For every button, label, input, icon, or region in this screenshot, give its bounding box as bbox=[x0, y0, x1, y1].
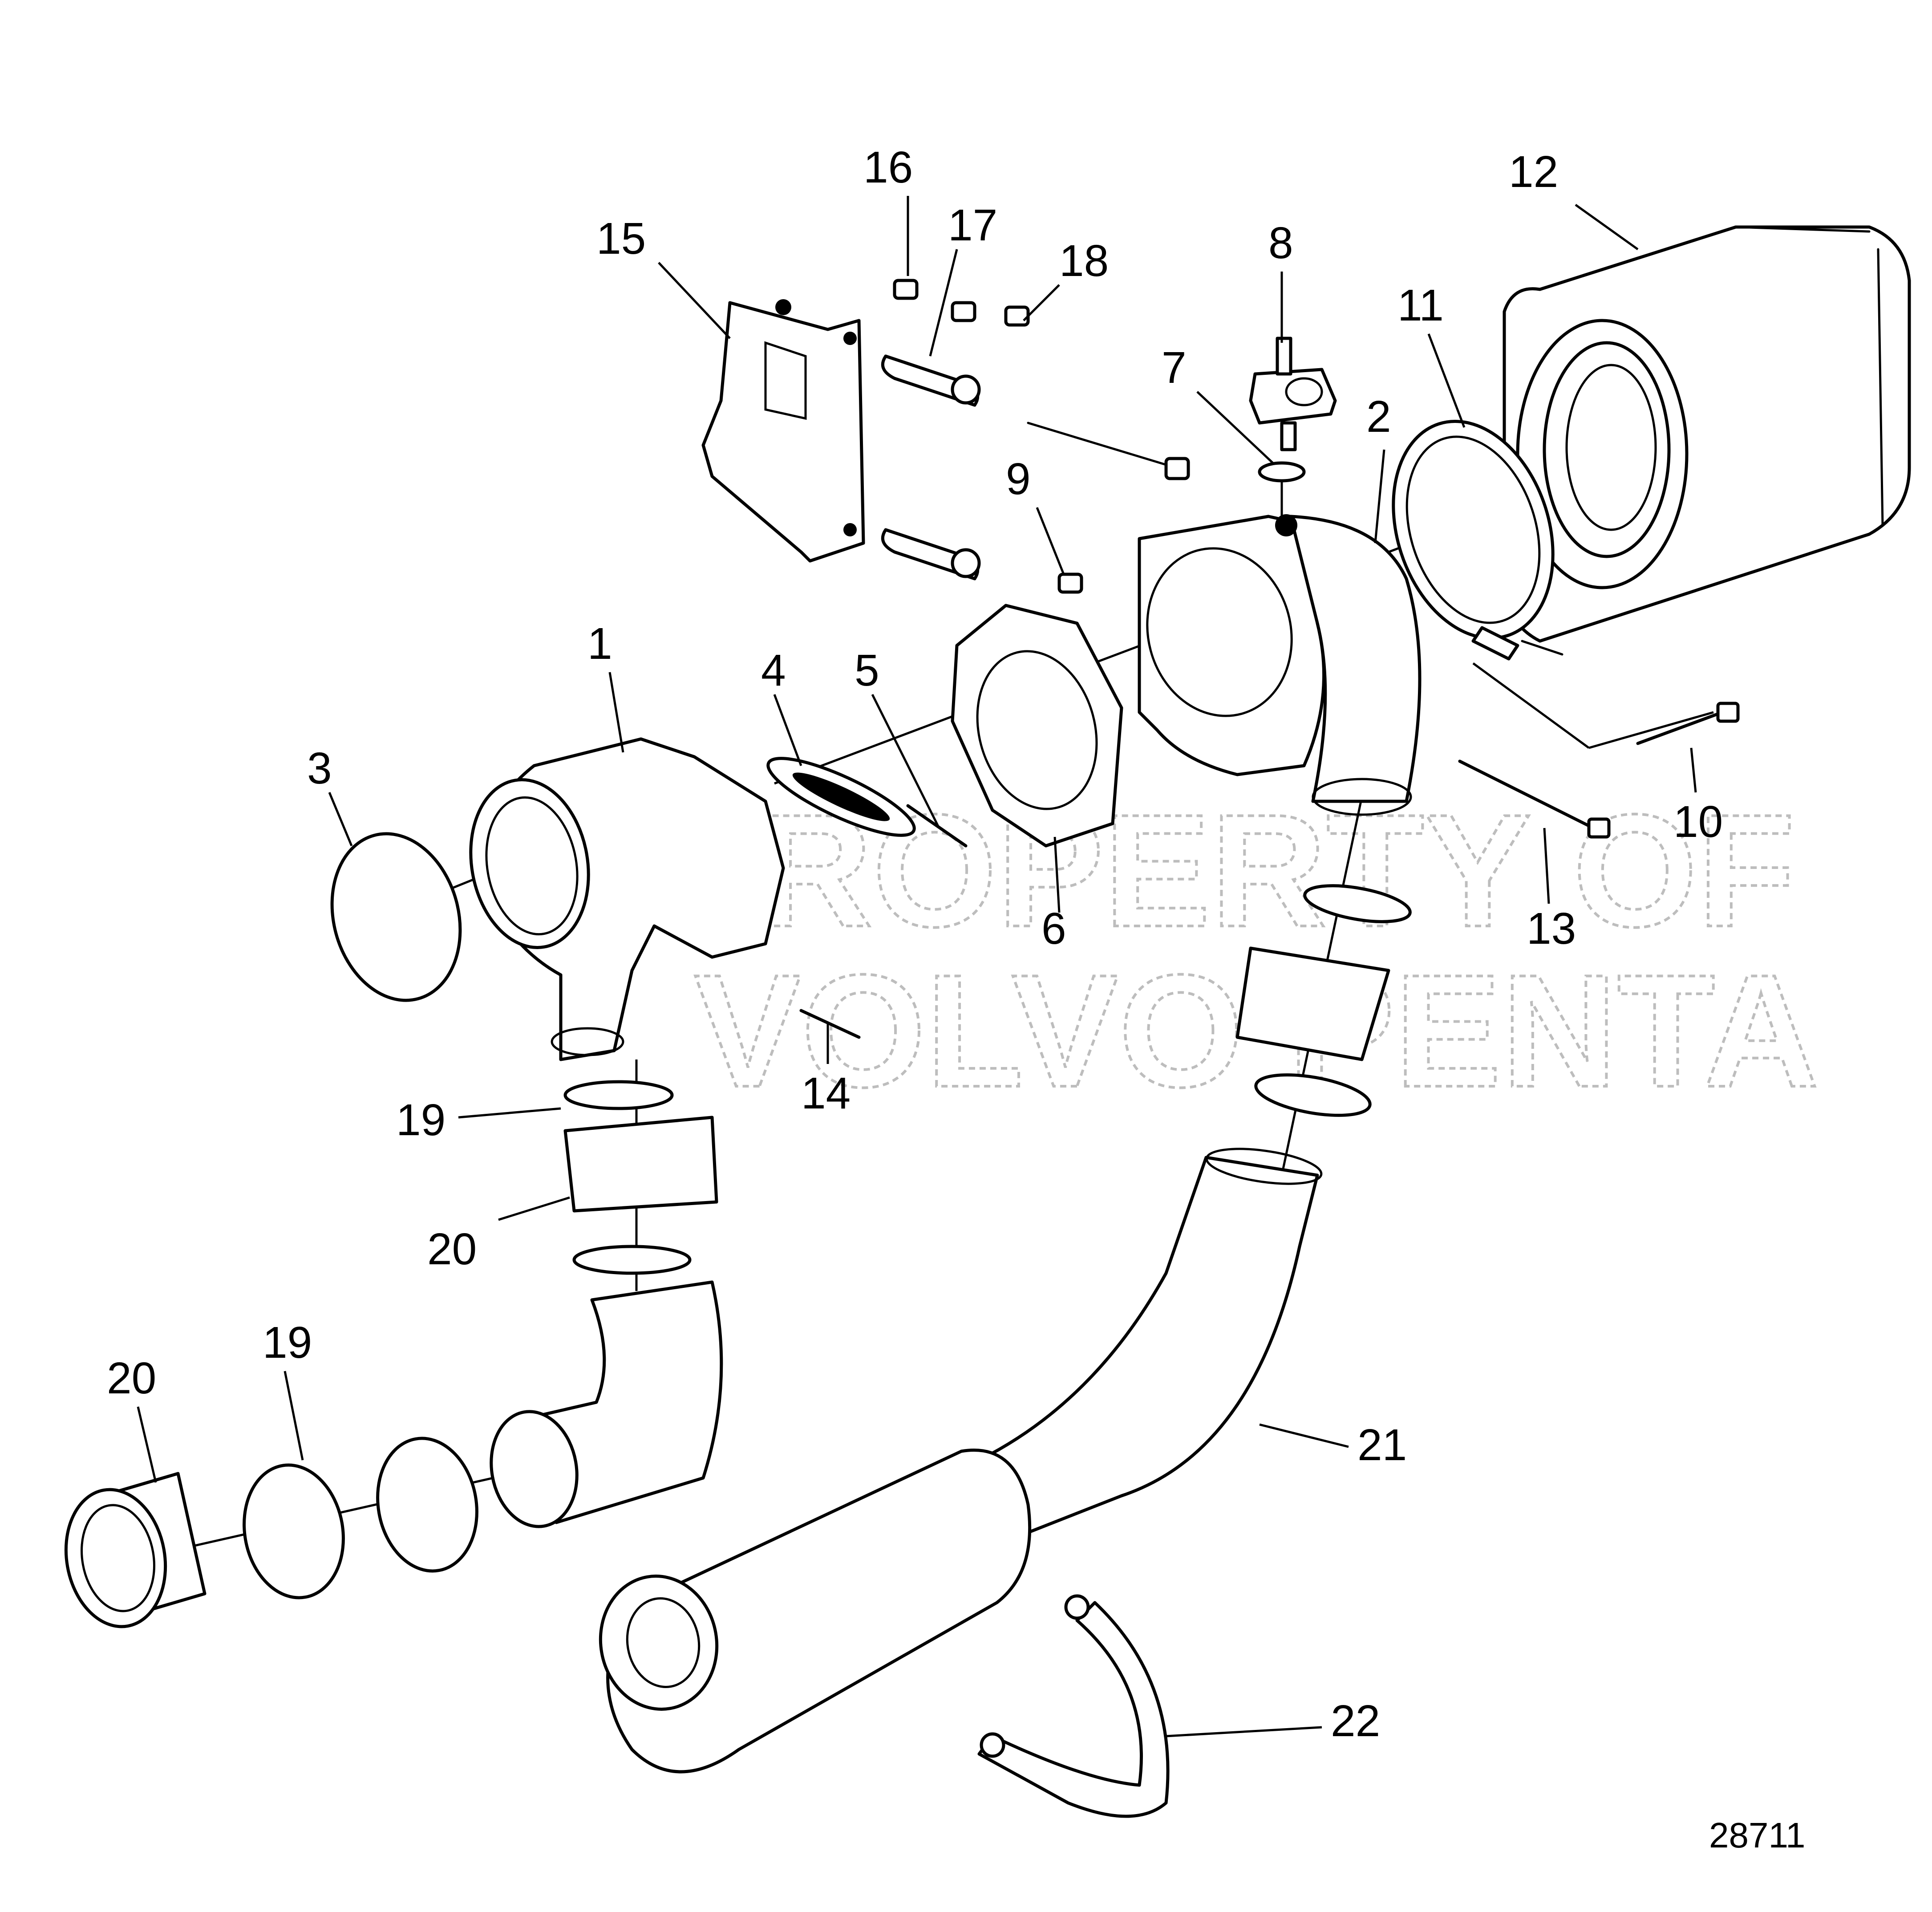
part-14-bolt bbox=[799, 1009, 861, 1039]
callout-22: 22 bbox=[1331, 1696, 1380, 1746]
part-22-strap-clamp bbox=[977, 1594, 1170, 1818]
callout-12: 12 bbox=[1509, 147, 1558, 197]
part-6-gasket-plate bbox=[951, 604, 1123, 848]
callout-4: 4 bbox=[761, 645, 786, 695]
callout-5: 5 bbox=[855, 645, 879, 695]
part-10-13-long-bolts bbox=[1458, 702, 1740, 839]
callout-labels: 1 2 3 4 5 6 7 8 9 10 11 12 13 14 15 16 1… bbox=[107, 142, 1723, 1746]
fasteners-upper bbox=[893, 279, 1190, 594]
part-11-band-clamp bbox=[1392, 420, 1563, 661]
callout-14: 14 bbox=[801, 1068, 851, 1118]
callout-1: 1 bbox=[587, 619, 612, 669]
callout-13: 13 bbox=[1527, 904, 1576, 954]
part-7-o-ring bbox=[1258, 461, 1306, 483]
part-8-temperature-sensor bbox=[1249, 337, 1337, 451]
callout-6: 6 bbox=[1041, 904, 1066, 954]
callout-9: 9 bbox=[1006, 454, 1031, 504]
callout-20-lower: 20 bbox=[107, 1353, 156, 1403]
right-coupling-stack bbox=[1235, 884, 1412, 1117]
part-1-inlet-housing bbox=[469, 737, 785, 1061]
part-12-air-filter-housing bbox=[1503, 225, 1911, 643]
callout-7: 7 bbox=[1162, 343, 1187, 393]
lower-left-coupling-stack bbox=[64, 1437, 478, 1628]
part-3-o-ring bbox=[330, 832, 462, 1002]
leader-lines bbox=[137, 196, 1697, 1737]
figure-number: 28711 bbox=[1709, 1815, 1806, 1855]
callout-3: 3 bbox=[307, 743, 332, 793]
part-21-muffler-pipe bbox=[599, 1148, 1323, 1774]
callout-19-upper: 19 bbox=[396, 1095, 446, 1145]
callout-18: 18 bbox=[1059, 236, 1109, 286]
callout-8: 8 bbox=[1268, 218, 1293, 268]
callout-10: 10 bbox=[1673, 797, 1723, 847]
callout-20-upper: 20 bbox=[427, 1224, 477, 1274]
part-2-flanged-elbow bbox=[1138, 514, 1422, 816]
callout-11: 11 bbox=[1397, 280, 1444, 330]
callout-21: 21 bbox=[1357, 1420, 1407, 1470]
callout-19-lower: 19 bbox=[263, 1318, 312, 1368]
part-15-mounting-bracket bbox=[701, 299, 865, 563]
callout-17: 17 bbox=[948, 200, 997, 250]
part-4-mesh-gasket bbox=[766, 757, 916, 837]
part-17-spacers bbox=[881, 354, 981, 581]
callout-16: 16 bbox=[863, 142, 913, 192]
callout-2: 2 bbox=[1366, 392, 1391, 442]
callout-15: 15 bbox=[596, 214, 646, 264]
left-pipe-stack bbox=[490, 1080, 723, 1528]
